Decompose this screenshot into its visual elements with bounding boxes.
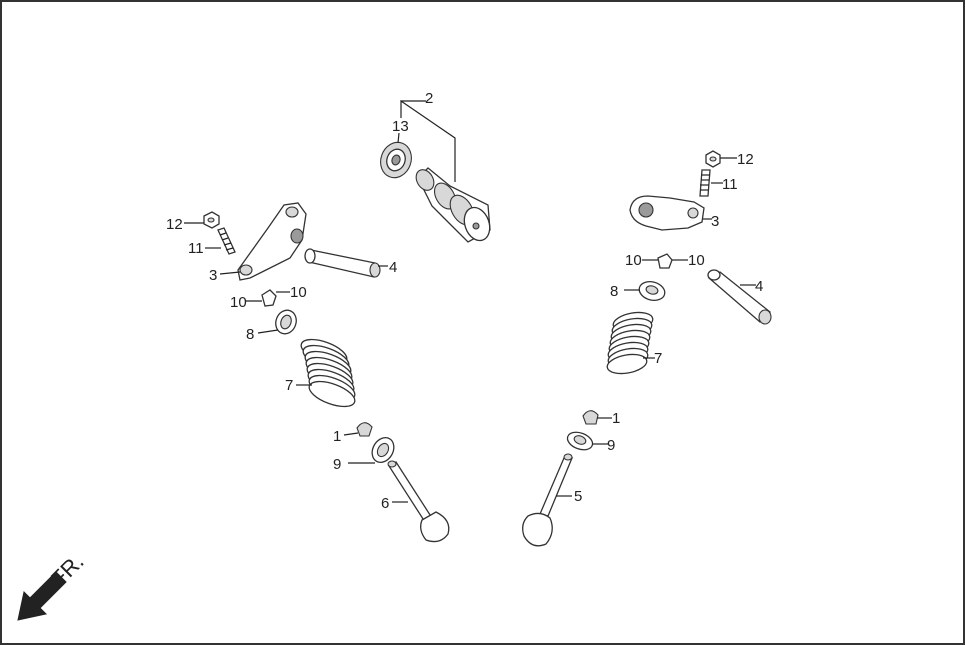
label-10-left-a: 10 bbox=[230, 294, 247, 311]
label-1-left: 1 bbox=[333, 428, 341, 445]
left-valve-seal bbox=[275, 309, 297, 335]
right-valve-spring bbox=[606, 311, 654, 375]
label-6: 6 bbox=[381, 495, 389, 512]
leader-13 bbox=[397, 132, 400, 144]
label-13: 13 bbox=[392, 118, 409, 135]
label-7-right: 7 bbox=[654, 350, 662, 367]
label-3-left: 3 bbox=[209, 267, 217, 284]
label-8-left: 8 bbox=[246, 326, 254, 343]
left-adjusting-screw bbox=[217, 227, 236, 255]
right-valve-seal bbox=[638, 281, 666, 301]
label-9-right: 9 bbox=[607, 437, 615, 454]
label-11-right: 11 bbox=[722, 176, 738, 193]
front-direction-indicator: FR. bbox=[17, 549, 89, 621]
label-5: 5 bbox=[574, 488, 582, 505]
camshaft-assembly: 2 13 bbox=[380, 90, 491, 243]
label-4-left: 4 bbox=[389, 259, 397, 276]
leader-8-left bbox=[257, 329, 279, 334]
intake-valve bbox=[387, 460, 450, 543]
right-rocker-arm bbox=[629, 195, 705, 231]
right-tappet-cap bbox=[657, 253, 673, 269]
left-nut bbox=[203, 211, 220, 229]
label-10-right-a: 10 bbox=[625, 252, 642, 269]
left-valve-spring bbox=[300, 338, 356, 408]
camshaft bbox=[415, 167, 491, 243]
bearing bbox=[380, 141, 412, 179]
label-12-right: 12 bbox=[737, 151, 754, 168]
label-4-right: 4 bbox=[755, 278, 763, 295]
left-rocker-shaft bbox=[304, 248, 381, 278]
right-nut bbox=[705, 150, 721, 168]
leader-bracket-2 bbox=[400, 99, 456, 182]
left-tappet-cap bbox=[261, 289, 277, 307]
left-valve-cotter bbox=[356, 422, 373, 437]
right-valve-cotter bbox=[582, 410, 599, 425]
leader-1-left bbox=[343, 432, 359, 436]
label-8-right: 8 bbox=[610, 283, 618, 300]
right-spring-seat bbox=[566, 431, 594, 451]
label-7-left: 7 bbox=[285, 377, 293, 394]
label-9-left: 9 bbox=[333, 456, 341, 473]
right-adjusting-screw bbox=[699, 169, 711, 197]
label-3-right: 3 bbox=[711, 213, 719, 230]
label-10-left-b: 10 bbox=[290, 284, 307, 301]
label-10-right-b: 10 bbox=[688, 252, 705, 269]
arrow-down-left-icon bbox=[17, 571, 67, 621]
right-rocker-shaft bbox=[707, 269, 772, 325]
label-2: 2 bbox=[425, 90, 433, 107]
label-1-right: 1 bbox=[612, 410, 620, 427]
left-rocker-arm bbox=[237, 202, 307, 281]
left-spring-seat bbox=[371, 437, 395, 463]
leader-3-left bbox=[219, 271, 241, 275]
label-11-left: 11 bbox=[188, 240, 204, 257]
label-12-left: 12 bbox=[166, 216, 183, 233]
exhaust-valve bbox=[522, 453, 573, 547]
